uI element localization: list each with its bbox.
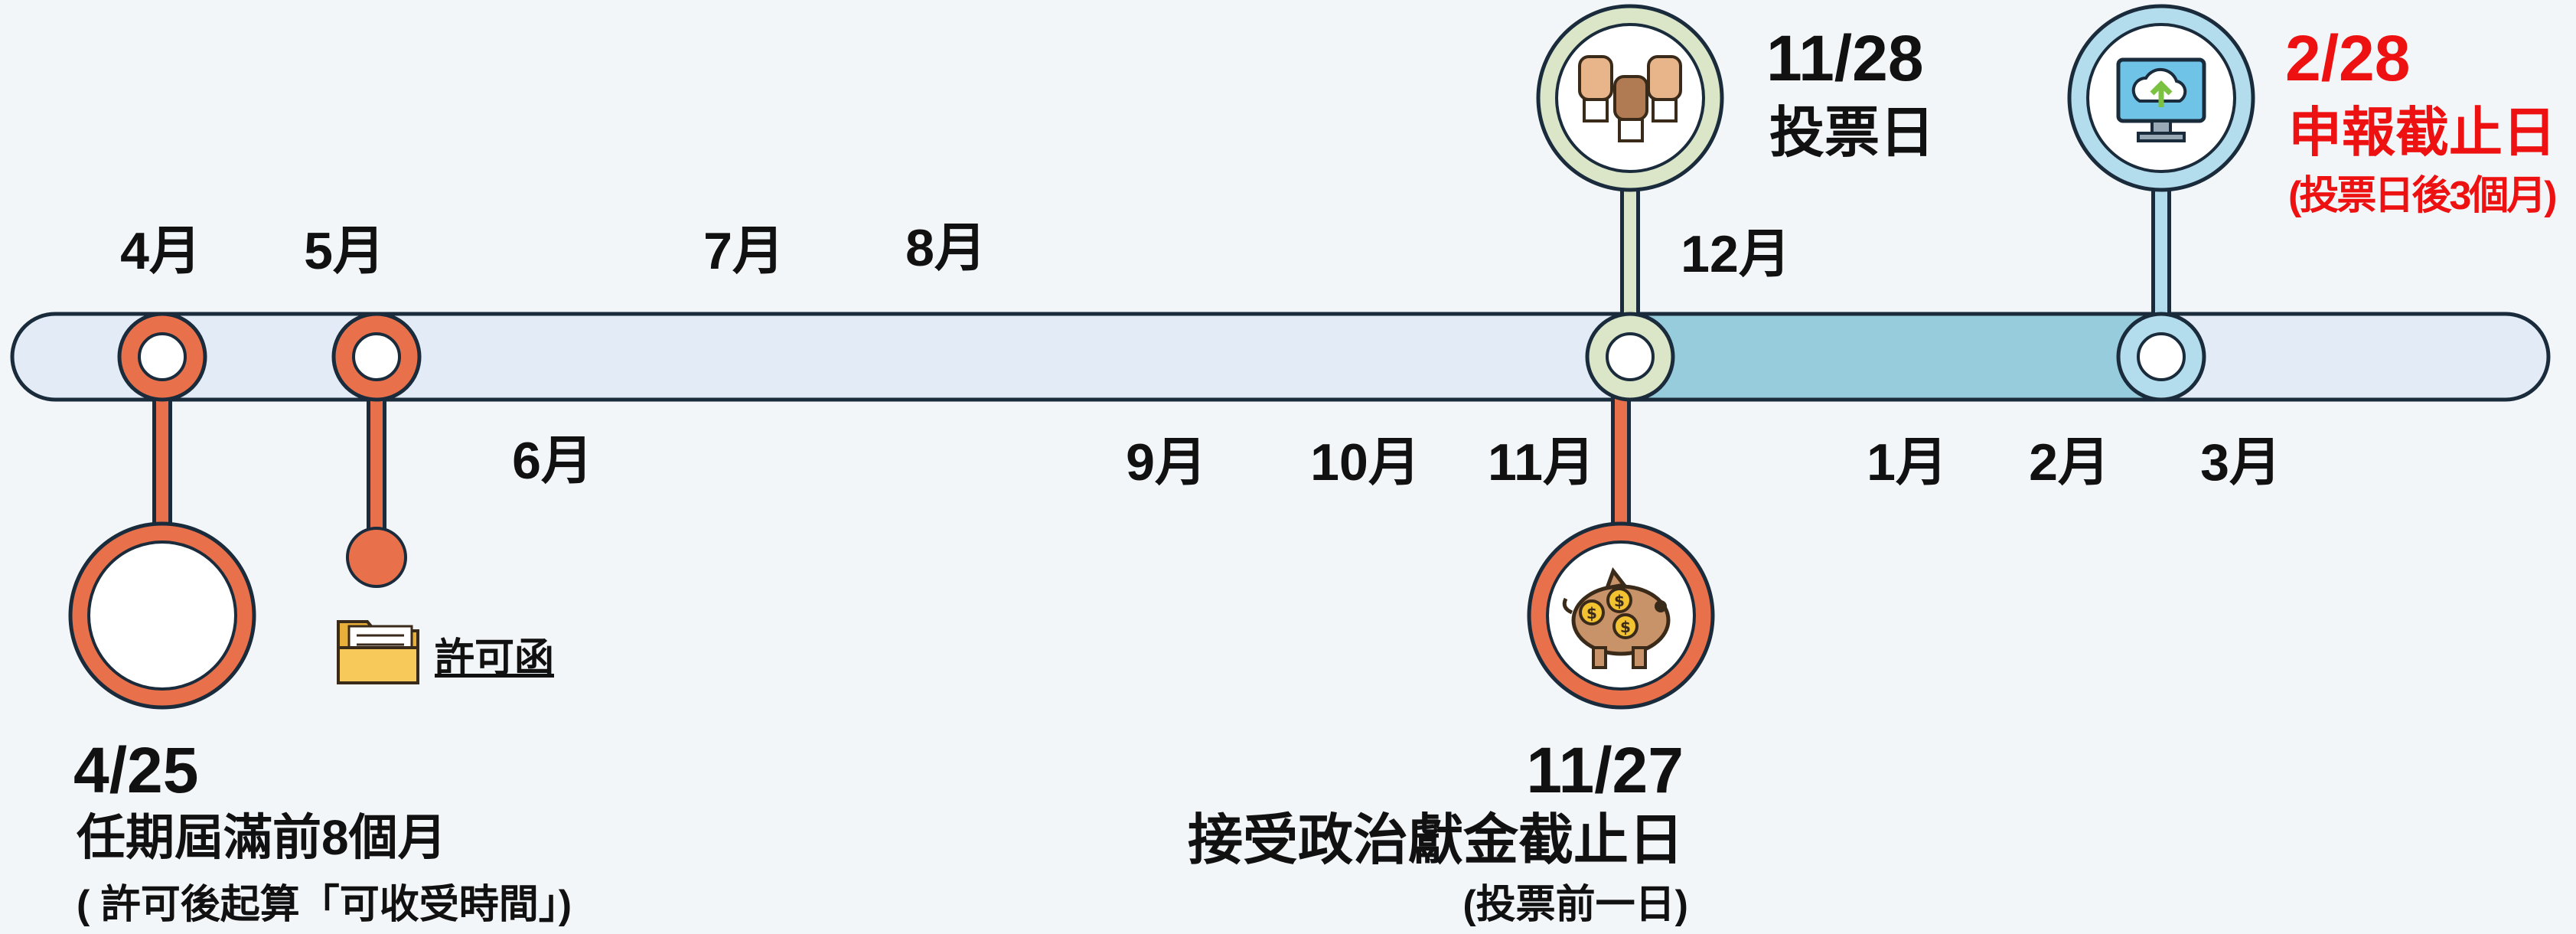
- month-label-nov: 11月: [1488, 433, 1595, 491]
- donation-deadline-note: (投票前一日): [1462, 883, 1688, 927]
- election-day-date: 11/28: [1766, 22, 1924, 94]
- milestone-donation-deadline: $ $ $: [1527, 383, 1715, 710]
- term-end-title: 任期屆滿前8個月: [77, 810, 447, 865]
- election-day-title: 投票日: [1769, 103, 1935, 164]
- cloud-upload-monitor-icon: [2116, 57, 2206, 142]
- month-label-apr: 4月: [120, 222, 201, 280]
- milestone-report-deadline: [2067, 4, 2255, 402]
- report-deadline-note: (投票日後3個月): [2288, 174, 2558, 218]
- permit-letter-link[interactable]: 許可函: [435, 636, 555, 681]
- svg-text:$: $: [1620, 618, 1631, 636]
- donation-deadline-date: 11/27: [1526, 734, 1684, 806]
- raised-hands-icon: [1578, 55, 1682, 142]
- month-label-jun: 6月: [512, 432, 593, 490]
- folder-icon: [337, 620, 419, 684]
- milestone-election-day: [1536, 4, 1724, 402]
- term-end-note: ( 許可後起算「可收受時間」): [77, 883, 572, 927]
- milestone-permit: [331, 312, 422, 588]
- piggy-bank-icon: $ $ $: [1562, 567, 1671, 669]
- month-label-mar: 3月: [2200, 433, 2281, 491]
- month-label-jan: 1月: [1867, 433, 1948, 491]
- report-deadline-date: 2/28: [2285, 22, 2411, 94]
- timeline-highlight-segment: [1630, 315, 2161, 398]
- svg-text:$: $: [1614, 592, 1625, 610]
- month-label-aug: 8月: [905, 219, 986, 277]
- report-deadline-title: 申報截止日: [2288, 103, 2556, 162]
- month-label-sep: 9月: [1126, 433, 1207, 491]
- month-label-oct: 10月: [1310, 433, 1420, 491]
- month-label-dec: 12月: [1681, 225, 1791, 283]
- month-label-may: 5月: [304, 222, 385, 280]
- milestone-term-end: [68, 312, 256, 710]
- svg-text:$: $: [1586, 604, 1597, 622]
- term-end-date: 4/25: [73, 734, 199, 806]
- month-label-feb: 2月: [2029, 433, 2110, 491]
- donation-deadline-title: 接受政治獻金截止日: [1187, 810, 1684, 871]
- month-label-jul: 7月: [703, 222, 784, 280]
